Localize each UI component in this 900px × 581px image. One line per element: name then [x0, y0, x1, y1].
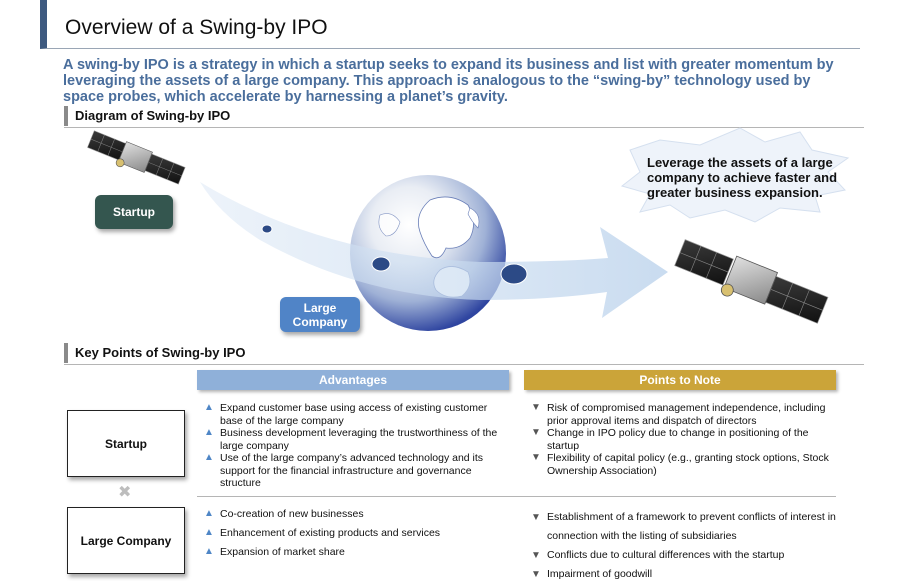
list-item: ▼Conflicts due to cultural differences w…: [531, 546, 836, 565]
list-item: ▲Co-creation of new businesses: [204, 508, 364, 520]
list-item: ▲Expand customer base using access of ex…: [204, 402, 488, 427]
row-label-startup: Startup: [67, 410, 185, 477]
down-triangle-icon: ▼: [531, 452, 541, 463]
up-triangle-icon: ▲: [204, 508, 214, 519]
large-company-notes-list: ▼Establishment of a framework to prevent…: [531, 508, 836, 581]
row-label-large-company: Large Company: [67, 507, 185, 574]
up-triangle-icon: ▲: [204, 427, 214, 438]
up-triangle-icon: ▲: [204, 527, 214, 538]
times-icon: ✖: [118, 484, 132, 501]
advantages-header: Advantages: [197, 370, 509, 390]
keypoints-heading: Key Points of Swing-by IPO: [64, 343, 245, 363]
list-item: ▼Risk of compromised management independ…: [531, 402, 826, 427]
swing-arrow-icon: [200, 182, 668, 318]
starburst-icon: [620, 127, 850, 223]
orbit-dot-medium: [371, 256, 391, 272]
startup-notes-list: ▼Risk of compromised management independ…: [531, 402, 836, 477]
startup-advantages-list: ▲Expand customer base using access of ex…: [204, 402, 504, 490]
down-triangle-icon: ▼: [531, 427, 541, 438]
list-item: ▲Business development leveraging the tru…: [204, 427, 498, 452]
down-triangle-icon: ▼: [531, 550, 541, 561]
title-bar: Overview of a Swing-by IPO: [40, 0, 860, 49]
orbit-dot-large: [500, 263, 528, 285]
row-divider: [197, 496, 836, 497]
large-label-line2: Company: [292, 314, 348, 329]
list-item: ▼Establishment of a framework to prevent…: [531, 508, 836, 546]
orbit-dot-small: [261, 224, 273, 234]
up-triangle-icon: ▲: [204, 402, 214, 413]
list-item: ▼Change in IPO policy due to change in p…: [531, 427, 809, 452]
down-triangle-icon: ▼: [531, 402, 541, 413]
startup-label: Startup: [95, 195, 173, 229]
list-item: ▲Enhancement of existing products and se…: [204, 527, 441, 539]
list-item: ▼Flexibility of capital policy (e.g., gr…: [531, 452, 829, 477]
diagram-heading: Diagram of Swing-by IPO: [64, 106, 230, 126]
burst-callout-text: Leverage the assets of a large company t…: [647, 155, 838, 200]
lead-paragraph: A swing-by IPO is a strategy in which a …: [63, 57, 834, 105]
down-triangle-icon: ▼: [531, 512, 541, 523]
large-label-line1: Large: [303, 300, 337, 315]
list-item: ▲Use of the large company’s advanced tec…: [204, 452, 484, 489]
list-item: ▼Impairment of goodwill: [531, 565, 836, 581]
page-title: Overview of a Swing-by IPO: [65, 16, 328, 39]
list-item: ▲Expansion of market share: [204, 546, 345, 558]
down-triangle-icon: ▼: [531, 569, 541, 580]
diagram-heading-rule: [64, 127, 864, 128]
large-company-advantages-list: ▲Co-creation of new businesses ▲Enhancem…: [204, 508, 504, 565]
up-triangle-icon: ▲: [204, 546, 214, 557]
satellite-icon: [674, 239, 829, 324]
up-triangle-icon: ▲: [204, 452, 214, 463]
satellite-icon: [87, 130, 186, 185]
points-to-note-header: Points to Note: [524, 370, 836, 390]
keypoints-heading-rule: [64, 364, 864, 365]
